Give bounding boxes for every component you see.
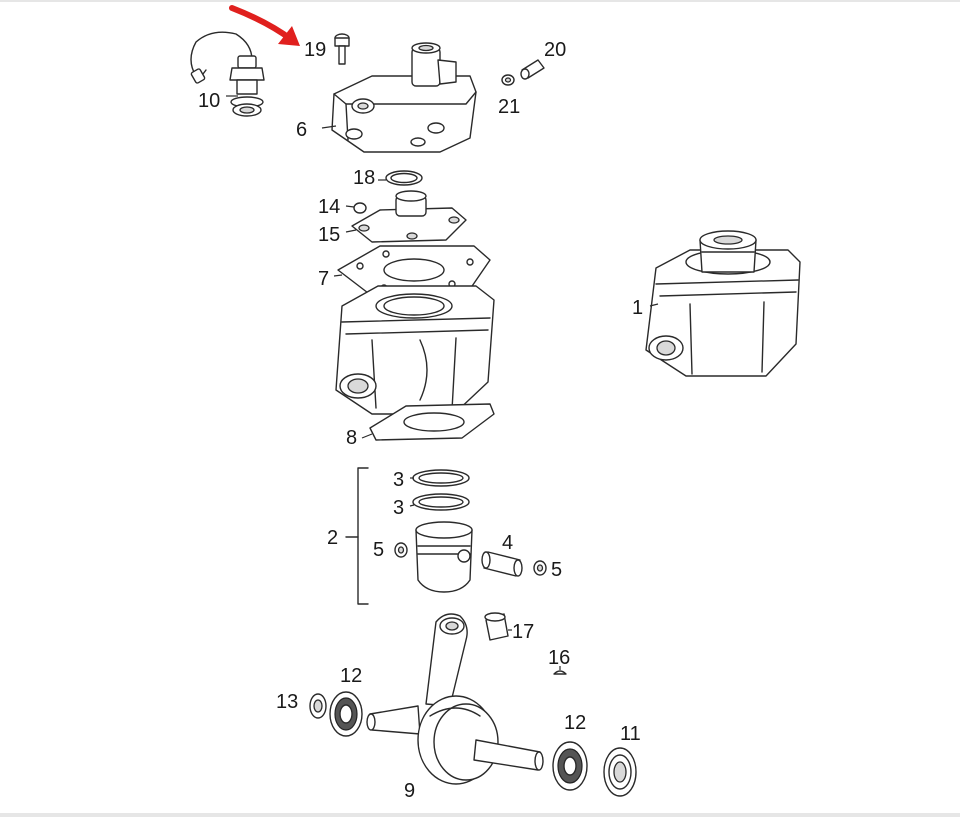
- part-label-4: 4: [502, 532, 513, 554]
- part-label-5-left: 5: [373, 539, 384, 561]
- circlip-part: [394, 542, 408, 558]
- part-label-12-right: 12: [564, 712, 586, 734]
- temperature-sensor-part: [190, 31, 265, 117]
- piston-pin-part: [481, 551, 523, 577]
- pin-part: [520, 59, 545, 80]
- part-label-21: 21: [498, 96, 520, 118]
- piston-ring-part: [412, 469, 470, 487]
- crankshaft-part: [366, 613, 544, 785]
- leader-lines: [226, 95, 659, 670]
- cylinder-head-part: [331, 42, 477, 153]
- part-label-2: 2: [327, 527, 338, 549]
- part-label-12-left: 12: [340, 665, 362, 687]
- part-label-6: 6: [296, 119, 307, 141]
- base-gasket-part: [369, 403, 495, 441]
- o-ring-part: [385, 170, 423, 186]
- part-label-8: 8: [346, 427, 357, 449]
- main-bearing-part: [329, 691, 363, 737]
- cylinder-kit-part: [645, 230, 801, 377]
- cylinder-block-part: [335, 285, 495, 415]
- part-label-11: 11: [620, 723, 641, 745]
- part-label-16: 16: [548, 647, 570, 669]
- part-label-3-lower: 3: [393, 497, 404, 519]
- part-label-13: 13: [276, 691, 298, 713]
- part-label-9: 9: [404, 780, 415, 802]
- oil-seal-part: [603, 747, 637, 797]
- part-label-18: 18: [353, 167, 375, 189]
- piston-part: [415, 521, 473, 593]
- needle-bearing-part: [484, 612, 509, 641]
- part-labels: 19 20 10 21 6 18 14 15 7 1 8 3 3 2 5 4 5…: [198, 39, 643, 802]
- part-label-1: 1: [632, 297, 643, 319]
- bolt-part: [334, 33, 350, 65]
- part-label-3-upper: 3: [393, 469, 404, 491]
- part-label-7: 7: [318, 268, 329, 290]
- group-bracket: [357, 467, 369, 605]
- flange-part: [351, 190, 467, 243]
- oil-seal-part: [309, 693, 327, 719]
- part-label-17: 17: [512, 621, 534, 643]
- piston-ring-part: [412, 493, 470, 511]
- nut-part: [501, 74, 515, 86]
- part-label-20: 20: [544, 39, 566, 61]
- part-label-14: 14: [318, 196, 340, 218]
- red-arrow-icon: [229, 5, 300, 46]
- key-part: [553, 670, 567, 675]
- part-label-10: 10: [198, 90, 220, 112]
- circlip-part: [533, 560, 547, 576]
- part-label-5-right: 5: [551, 559, 562, 581]
- part-label-15: 15: [318, 224, 340, 246]
- small-nut-part: [353, 202, 367, 214]
- part-label-19: 19: [304, 39, 326, 61]
- main-bearing-part: [552, 741, 588, 791]
